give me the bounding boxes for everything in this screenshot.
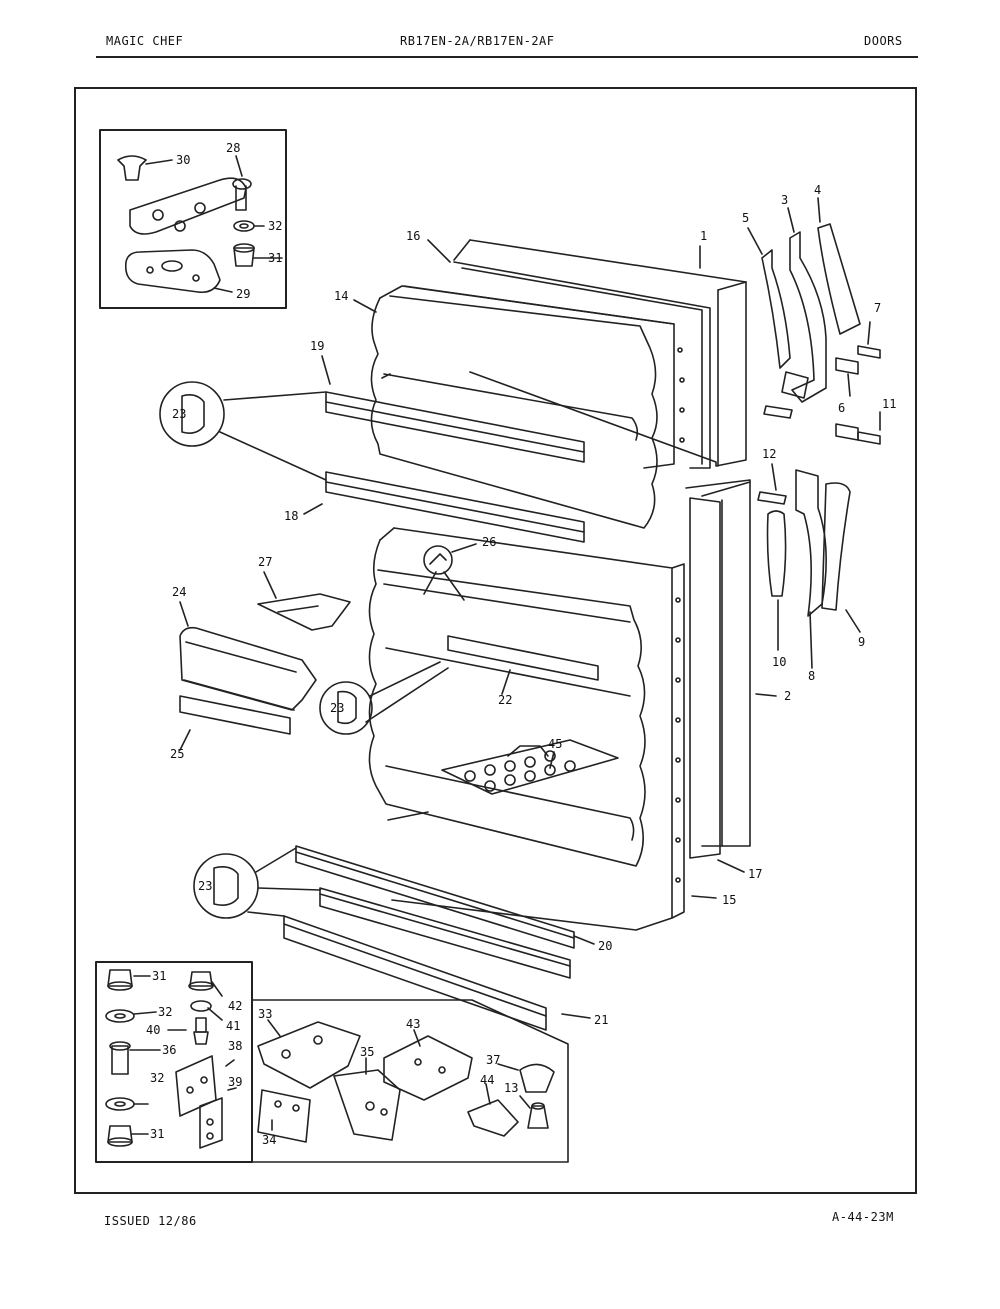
callout-6: 6 <box>838 401 845 415</box>
callout-13: 13 <box>504 1081 518 1095</box>
callout-36: 36 <box>162 1043 176 1057</box>
callout-11: 11 <box>882 397 896 411</box>
issued-date: ISSUED 12/86 <box>104 1214 197 1228</box>
callout-26: 26 <box>482 535 496 549</box>
lower-shelf-rails <box>283 845 575 1031</box>
lower-hinge-inset <box>95 961 253 1163</box>
retainer-clip-detail-lower <box>193 847 321 919</box>
drawing-code: A-44-23M <box>832 1210 894 1224</box>
callout-2: 2 <box>784 689 791 703</box>
callout-10: 10 <box>772 655 786 669</box>
section-label: DOORS <box>864 34 903 48</box>
callout-35: 35 <box>360 1045 374 1059</box>
brand-label: MAGIC CHEF <box>106 34 184 48</box>
diagram-frame <box>74 87 917 1194</box>
callout-38: 38 <box>228 1039 242 1053</box>
callout-32c: 32 <box>150 1071 164 1085</box>
upper-hinge-inset <box>99 129 287 309</box>
callout-17: 17 <box>748 867 762 881</box>
fresh-food-door <box>368 479 751 931</box>
callout-34: 34 <box>262 1133 276 1147</box>
callout-44: 44 <box>480 1073 494 1087</box>
callout-23b: 23 <box>330 701 344 715</box>
leader-lines <box>179 239 777 1019</box>
callout-45: 45 <box>548 737 562 751</box>
callout-32b: 32 <box>158 1005 172 1019</box>
callout-9: 9 <box>858 635 865 649</box>
callout-25: 25 <box>170 747 184 761</box>
callout-32a: 32 <box>268 219 282 233</box>
lower-hinge-box <box>251 999 569 1163</box>
callout-23c: 23 <box>198 879 212 893</box>
callout-42: 42 <box>228 999 242 1013</box>
callout-28: 28 <box>226 141 240 155</box>
callout-20: 20 <box>598 939 612 953</box>
callout-40: 40 <box>146 1023 160 1037</box>
callout-31a: 31 <box>268 251 282 265</box>
callout-16: 16 <box>406 229 420 243</box>
callout-8: 8 <box>808 669 815 683</box>
callout-19: 19 <box>310 339 324 353</box>
callout-27: 27 <box>258 555 272 569</box>
door-handles-hinges <box>747 197 881 669</box>
callout-33: 33 <box>258 1007 272 1021</box>
callout-5: 5 <box>742 211 749 225</box>
callout-3: 3 <box>781 193 788 207</box>
freezer-shelf-rails <box>325 391 585 543</box>
callout-37: 37 <box>486 1053 500 1067</box>
callout-1: 1 <box>700 229 707 243</box>
callout-24: 24 <box>172 585 186 599</box>
dairy-door-parts <box>257 545 465 631</box>
freezer-door <box>370 239 747 529</box>
callout-41: 41 <box>226 1019 240 1033</box>
callout-18: 18 <box>284 509 298 523</box>
callout-12: 12 <box>762 447 776 461</box>
callout-30: 30 <box>176 153 190 167</box>
callout-labels: 30 28 32 31 29 16 1 5 3 4 14 19 23 7 6 1… <box>146 141 896 1147</box>
callout-4: 4 <box>814 183 821 197</box>
callout-31c: 31 <box>150 1127 164 1141</box>
retainer-clip-detail-upper <box>159 381 327 481</box>
callout-29: 29 <box>236 287 250 301</box>
callout-15: 15 <box>722 893 736 907</box>
callout-7: 7 <box>874 301 881 315</box>
callout-39: 39 <box>228 1075 242 1089</box>
callout-21: 21 <box>594 1013 608 1027</box>
dairy-compartment <box>179 626 317 735</box>
model-label: RB17EN-2A/RB17EN-2AF <box>400 34 555 48</box>
callout-43: 43 <box>406 1017 420 1031</box>
callout-14: 14 <box>334 289 348 303</box>
header-rule <box>96 56 918 58</box>
callout-22: 22 <box>498 693 512 707</box>
callout-23a: 23 <box>172 407 186 421</box>
retainer-clip-detail-middle <box>319 661 449 735</box>
callout-31b: 31 <box>152 969 166 983</box>
